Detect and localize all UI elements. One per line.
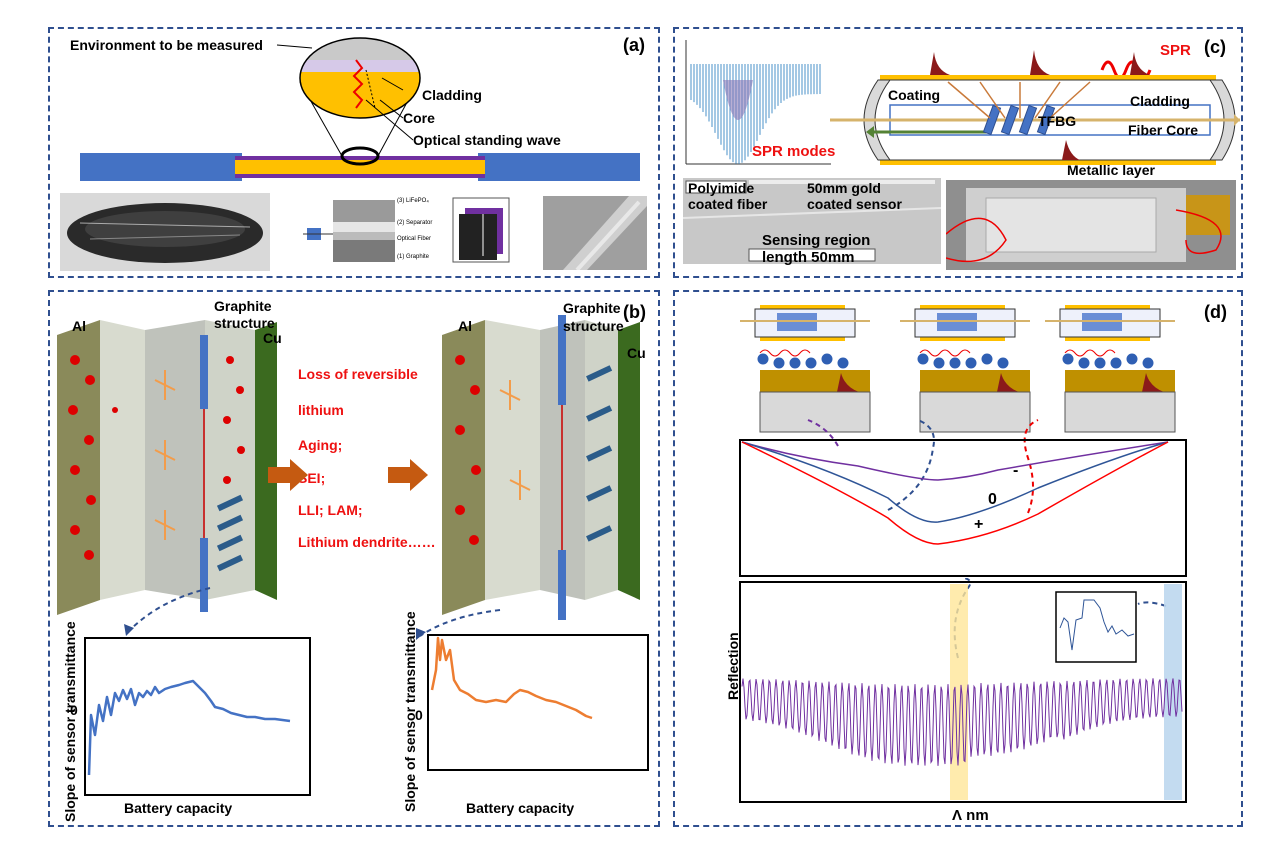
panel-a-label: (a)	[623, 35, 645, 55]
plus-label: +	[974, 516, 984, 533]
graphite-label-left-2: structure	[214, 315, 275, 331]
ylabel-left: Slope of sensor transmittance	[62, 621, 78, 822]
fiber-left-jacket	[80, 153, 242, 181]
graphite-label-left-1: Graphite	[214, 298, 272, 314]
xlabel-right: Battery capacity	[466, 800, 575, 816]
mechanism-6: Lithium dendrite……	[298, 534, 436, 550]
curve-zero	[741, 441, 1169, 523]
slope-chart-left	[84, 637, 311, 796]
tfbg-fiber-diagram	[830, 50, 1240, 165]
spr-dip	[723, 80, 753, 120]
mechanism-2: lithium	[298, 402, 344, 418]
reflection-curve	[741, 678, 1183, 766]
curve-minus	[741, 441, 1169, 481]
graphite-label-right-2: structure	[563, 318, 624, 334]
panel-a-diagram	[80, 37, 640, 181]
panel-a	[48, 27, 660, 278]
panel-c-label: (c)	[1204, 37, 1226, 57]
inset-curve	[1059, 599, 1135, 651]
al-label-right: Al	[458, 318, 472, 334]
curve-plus	[741, 441, 1169, 545]
charge-diagram-positive	[740, 305, 871, 433]
inset-line-2: (2) Separator	[397, 220, 433, 226]
core-label: Core	[403, 110, 435, 126]
mechanism-5: LLI; LAM;	[298, 502, 363, 518]
mechanism-1: Loss of reversible	[298, 366, 418, 382]
cell-schematic	[303, 197, 510, 263]
arrow-right-2	[388, 459, 428, 491]
spr-dip-chart	[739, 419, 1187, 577]
inset-box	[1055, 591, 1137, 663]
gold-label-1: 50mm gold	[807, 180, 881, 196]
panel-b	[48, 290, 660, 827]
zero-label-d: 0	[988, 491, 997, 508]
xlabel-left: Battery capacity	[124, 800, 233, 816]
coating-label: Coating	[888, 87, 941, 103]
slope-chart-right	[427, 634, 649, 771]
inset-line-4: (1) Graphite	[397, 254, 430, 260]
polyimide-label-2: coated fiber	[688, 196, 768, 212]
highlight-band-blue	[1164, 584, 1182, 800]
panel-d-label: (d)	[1204, 302, 1227, 322]
lithium-ions-left	[68, 355, 245, 560]
standing-wave-label: Optical standing wave	[413, 132, 561, 148]
sensor-photo	[683, 178, 941, 264]
charge-diagram-negative-right	[1045, 305, 1176, 433]
cu-label-left: Cu	[263, 330, 282, 346]
battery-diagram-right	[442, 315, 640, 620]
mechanism-3: Aging;	[298, 437, 343, 453]
tfbg-label: TFBG	[1038, 113, 1077, 129]
panel-b-dashed-arrows	[124, 587, 501, 640]
panel-d	[673, 290, 1243, 827]
environment-label: Environment to be measured	[70, 37, 263, 53]
al-label-left: Al	[72, 318, 86, 334]
fiber-right-jacket	[478, 153, 640, 181]
cladding-label-a: Cladding	[422, 87, 482, 103]
standing-wave-curve	[352, 59, 364, 109]
spr-modes-label: SPR modes	[752, 143, 836, 160]
zero-label-left: 0	[70, 702, 78, 718]
sensing-label-1: Sensing region	[762, 232, 871, 249]
zero-label-right: 0	[415, 707, 423, 723]
panel-c	[673, 27, 1243, 278]
polyimide-label-1: Polyimide	[688, 180, 755, 196]
cladding-label-c: Cladding	[1130, 93, 1190, 109]
sensing-label-2: length 50mm	[762, 249, 855, 266]
minus-label: -	[1013, 462, 1019, 479]
inset-line-3: Optical Fiber	[397, 236, 432, 242]
slope-curve-right	[430, 636, 593, 720]
spr-spectrum	[685, 40, 831, 165]
ylabel-right: Slope of sensor transmittance	[402, 611, 418, 812]
arrow-right-1	[268, 459, 308, 491]
metallic-layer-label: Metallic layer	[1067, 162, 1155, 178]
magnified-disk	[299, 37, 421, 119]
pouch-cell-photo	[946, 180, 1236, 270]
surface-charge-diagrams	[740, 305, 1176, 433]
inset-line-1: (3) LiFePO₄	[397, 198, 429, 204]
charge-diagram-negative-left	[900, 305, 1031, 433]
panel-b-label: (b)	[623, 302, 646, 322]
fiber-sem-photo	[543, 196, 647, 270]
battery-diagram-left	[57, 320, 277, 615]
wavelength-xlabel: Λ nm	[952, 807, 989, 824]
spr-label: SPR	[1160, 42, 1191, 59]
process-arrows	[268, 459, 428, 491]
cu-label-right: Cu	[627, 345, 646, 361]
fiber-core	[235, 160, 485, 174]
graphite-label-right-1: Graphite	[563, 300, 621, 316]
reflection-ylabel: Reflection	[725, 632, 741, 700]
electrode-photo	[60, 193, 270, 271]
fiber-core-label: Fiber Core	[1128, 122, 1199, 138]
slope-curve-left	[87, 679, 291, 776]
reflection-spectrum-chart	[739, 578, 1187, 803]
gold-label-2: coated sensor	[807, 196, 902, 212]
highlight-band-yellow	[950, 584, 968, 800]
